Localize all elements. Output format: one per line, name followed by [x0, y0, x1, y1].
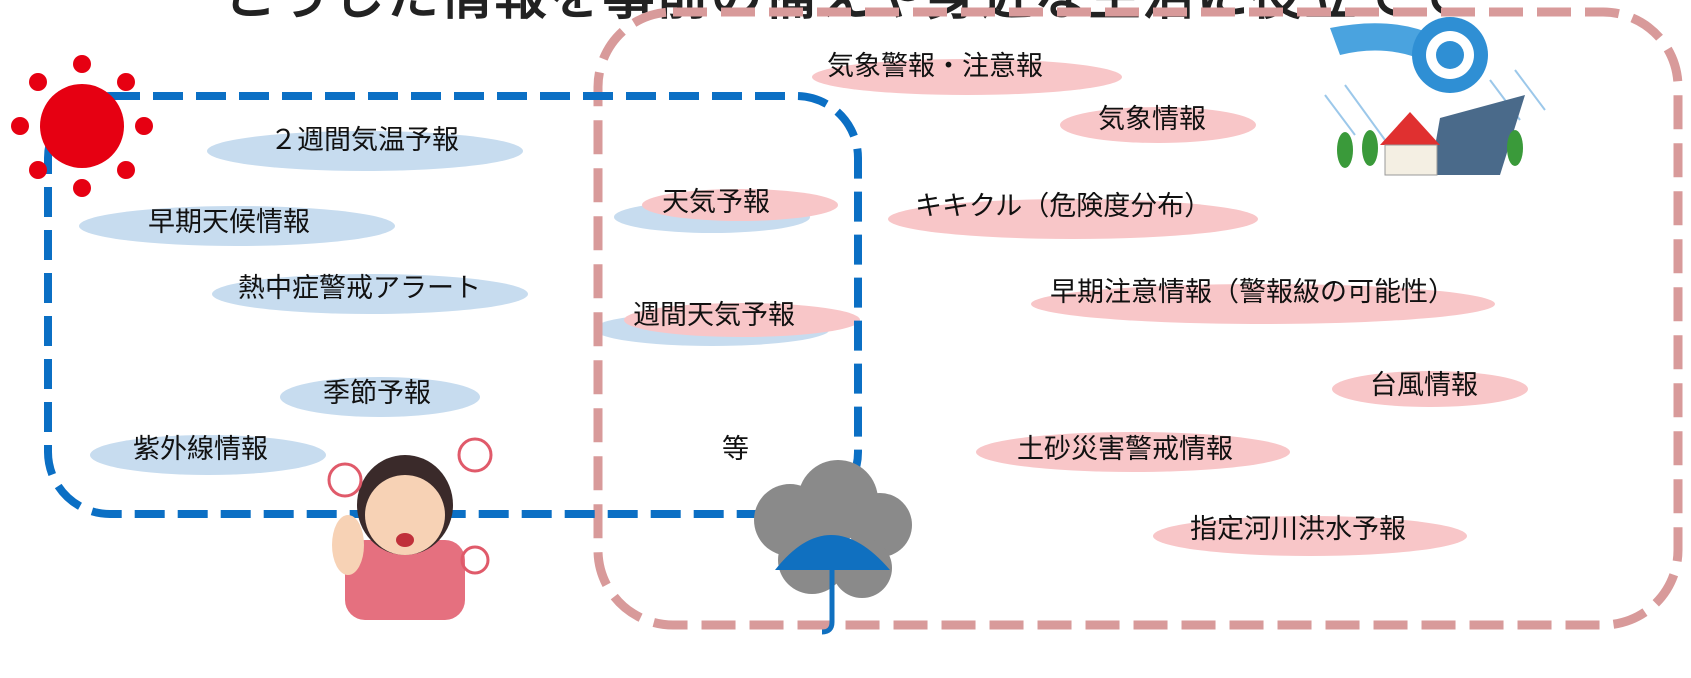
- label-etc: 等: [722, 434, 749, 465]
- highlight-pink-2: [1060, 107, 1256, 143]
- label-warnings-advisories: 気象警報・注意報: [827, 51, 1043, 82]
- sun-icon: [11, 55, 153, 197]
- highlight-blue-5: [90, 435, 326, 475]
- pink-highlights: [624, 59, 1528, 556]
- label-kikikuru: キキクル（危険度分布）: [915, 191, 1212, 222]
- label-river-flood-forecast: 指定河川洪水予報: [1190, 514, 1406, 545]
- label-early-warning-info: 早期注意情報（警報級の可能性）: [1050, 277, 1455, 308]
- label-landslide-warning: 土砂災害警戒情報: [1017, 434, 1233, 465]
- highlight-pink-3: [888, 199, 1258, 239]
- highlight-pink-6: [976, 432, 1290, 472]
- umbrella-cloud-icon: [754, 460, 912, 635]
- label-weekly-forecast: 週間天気予報: [633, 300, 795, 331]
- label-uv-info: 紫外線情報: [133, 434, 268, 465]
- label-typhoon-info: 台風情報: [1370, 370, 1478, 401]
- highlight-pink-7: [1153, 516, 1467, 556]
- highlight-blue-1: [207, 131, 523, 171]
- label-heatstroke-alert: 熱中症警戒アラート: [238, 273, 481, 304]
- highlight-blue-4: [280, 377, 480, 417]
- highlight-blue-3: [212, 274, 528, 314]
- label-seasonal-forecast: 季節予報: [323, 378, 431, 409]
- highlight-pink-1: [812, 59, 1122, 95]
- highlight-blue-2: [79, 206, 395, 246]
- highlight-pink-4: [1031, 284, 1495, 324]
- highlight-shared-2a: [624, 303, 860, 337]
- label-weather-info: 気象情報: [1098, 104, 1206, 135]
- blue-group-border: [44, 92, 862, 518]
- storm-icon: [1324, 17, 1546, 176]
- label-two-week-temperature: ２週間気温予報: [270, 125, 459, 156]
- hot-person-icon: [327, 437, 493, 620]
- label-weather-forecast: 天気予報: [662, 187, 770, 218]
- highlight-shared-1a: [642, 189, 838, 221]
- pink-group-border: [593, 7, 1683, 630]
- highlight-pink-5: [1332, 371, 1528, 407]
- label-early-weather-info: 早期天候情報: [148, 207, 310, 238]
